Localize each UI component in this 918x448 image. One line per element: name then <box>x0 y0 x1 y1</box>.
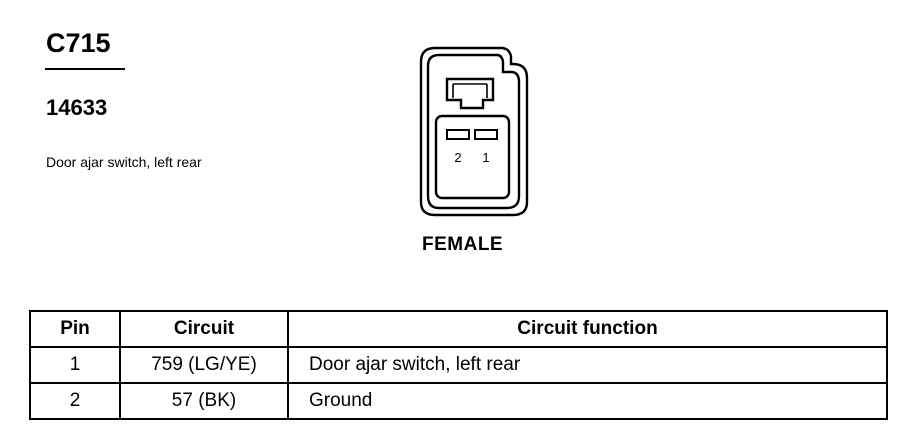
header-pin: Pin <box>29 310 121 348</box>
pin-1-label: 1 <box>482 150 489 165</box>
table-row: 1 759 (LG/YE) Door ajar switch, left rea… <box>29 346 888 384</box>
table-header-row: Pin Circuit Circuit function <box>29 310 888 348</box>
connector-id: C715 <box>46 28 111 58</box>
connector-outer-shell <box>419 46 529 217</box>
connector-description: Door ajar switch, left rear <box>46 154 202 170</box>
pin-1-terminal <box>474 129 498 140</box>
pin-2-label: 2 <box>454 150 461 165</box>
cell-circuit-function: Ground <box>287 382 888 420</box>
table-row: 2 57 (BK) Ground <box>29 382 888 420</box>
connector-face-diagram: 2 1 <box>419 46 529 217</box>
header-circuit: Circuit <box>119 310 289 348</box>
title-underline <box>45 68 125 70</box>
header-circuit-function: Circuit function <box>287 310 888 348</box>
pin-2-terminal <box>446 129 470 140</box>
cell-circuit: 57 (BK) <box>119 382 289 420</box>
terminal-cavity <box>434 114 511 200</box>
connector-latch <box>445 77 495 110</box>
cell-pin: 1 <box>29 346 121 384</box>
cell-pin: 2 <box>29 382 121 420</box>
connector-inner-shell <box>426 53 521 210</box>
latch-inner-lines <box>452 83 488 98</box>
cell-circuit-function: Door ajar switch, left rear <box>287 346 888 384</box>
cell-circuit: 759 (LG/YE) <box>119 346 289 384</box>
connector-gender-label: FEMALE <box>422 234 504 255</box>
pin-circuit-table: Pin Circuit Circuit function 1 759 (LG/Y… <box>29 310 888 420</box>
part-number: 14633 <box>46 95 108 120</box>
